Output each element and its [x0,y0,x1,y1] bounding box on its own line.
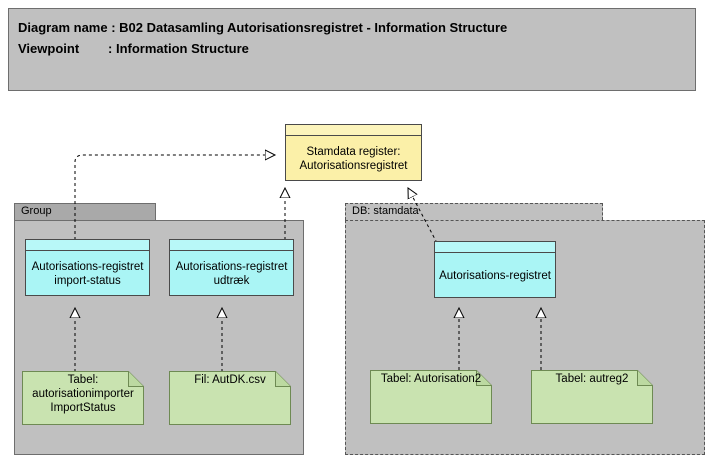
artifact-fil-autdk-label: Fil: AutDK.csv [194,374,266,386]
artifact-fil-autdk[interactable]: Fil: AutDK.csv [169,371,291,425]
diagram-title-box: Diagram name : B02 Datasamling Autorisat… [8,8,696,91]
group-left-tab: Group [14,203,156,220]
artifact-tabel-autreg2[interactable]: Tabel: autreg2 [531,370,653,424]
node-stamdata-register[interactable]: Stamdata register: Autorisationsregistre… [285,124,422,181]
node-autorisationsregistret-label: Autorisations-registret [439,269,551,282]
artifact-tabel-autorisation2-label: Tabel: Autorisation2 [380,373,482,385]
artifact-tabel-importstatus-label: Tabel: autorisationimporter ImportStatus [32,374,134,414]
group-right-tab: DB: stamdata [345,203,603,220]
diagram-name-line: Diagram name : B02 Datasamling Autorisat… [18,20,508,35]
group-left-label: Group [21,205,52,217]
node-udtraek-label: Autorisations-registret udtræk [175,260,288,287]
node-import-status-band [26,240,149,251]
node-udtraek-band [170,240,293,251]
group-right-label: DB: stamdata [352,205,419,217]
node-autorisationsregistret[interactable]: Autorisations-registret [434,241,556,298]
node-stamdata-register-band [286,125,421,136]
viewpoint-line: Viewpoint : Information Structure [18,41,249,56]
artifact-tabel-autorisation2[interactable]: Tabel: Autorisation2 [370,370,492,424]
node-import-status-label: Autorisations-registret import-status [31,260,144,287]
node-udtraek[interactable]: Autorisations-registret udtræk [169,239,294,296]
artifact-tabel-autreg2-label: Tabel: autreg2 [555,373,629,385]
artifact-tabel-importstatus[interactable]: Tabel: autorisationimporter ImportStatus [22,371,144,425]
node-stamdata-register-label: Stamdata register: Autorisationsregistre… [299,145,408,172]
node-autorisationsregistret-band [435,242,555,253]
node-import-status[interactable]: Autorisations-registret import-status [25,239,150,296]
